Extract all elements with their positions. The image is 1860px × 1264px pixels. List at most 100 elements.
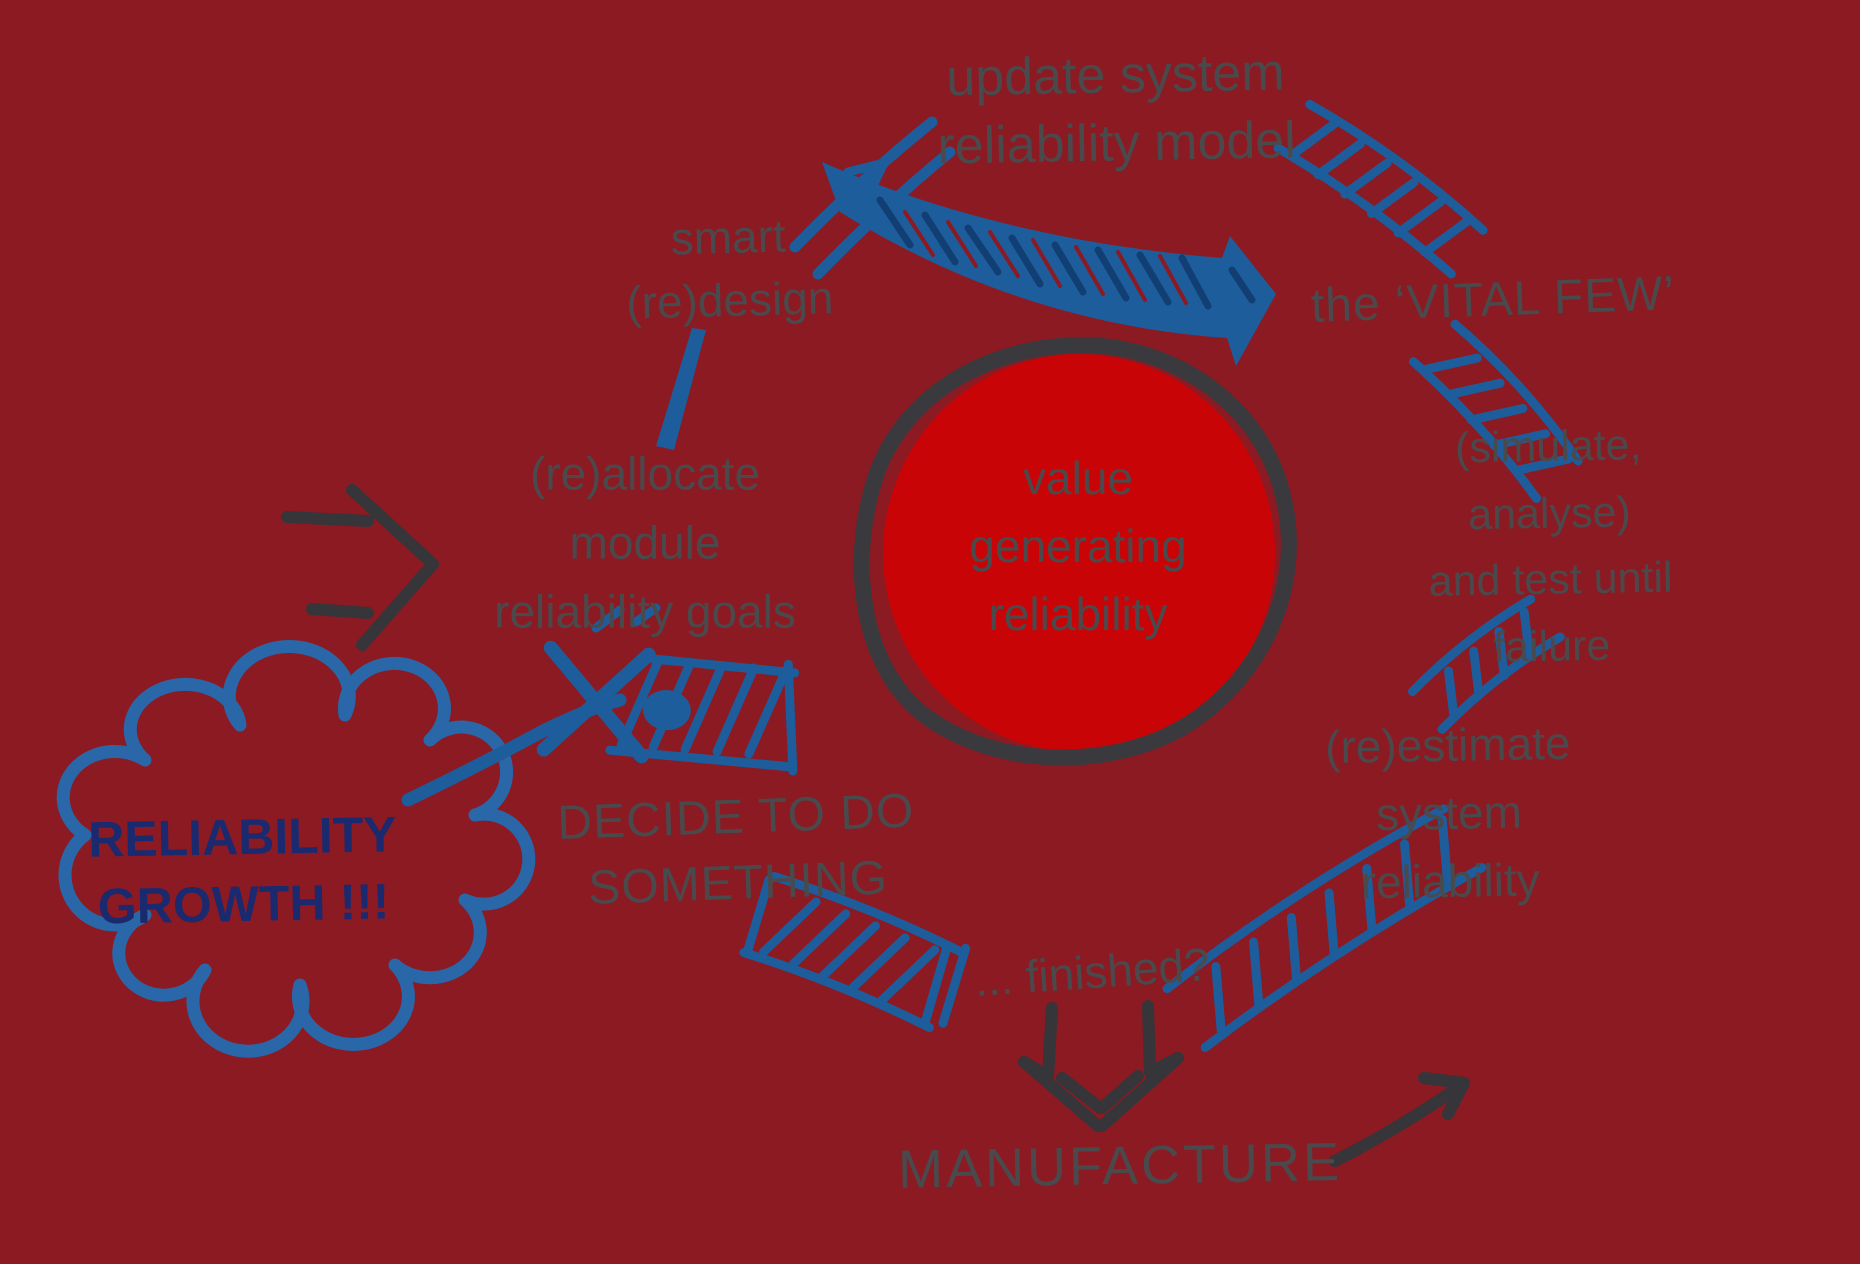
hatch-rung — [1469, 646, 1484, 700]
hatch-rung — [1489, 429, 1551, 450]
label-reallocate: (re)allocate module reliability goals — [494, 447, 796, 638]
band-endbar — [938, 943, 971, 1028]
arrow-shaft — [1042, 1002, 1058, 1082]
band-rail — [1408, 357, 1541, 503]
hatch-rung — [1400, 839, 1415, 912]
hatch-band-top-right — [1273, 99, 1488, 279]
manufacture-exit-arrow-icon — [1329, 1072, 1470, 1167]
hatch-band-bottom-left — [739, 872, 971, 1032]
hatch-rung — [1512, 454, 1573, 475]
band-rail — [1162, 804, 1449, 994]
hatch-rung — [1494, 627, 1509, 681]
manufacture-down-arrow-icon — [1018, 1000, 1184, 1132]
label-update-model: update system reliability model — [936, 43, 1297, 176]
arrow-hatch-gap — [1031, 238, 1062, 288]
value-circle-ring — [853, 336, 1297, 766]
cycle-clockwise-arrow-icon — [822, 162, 1276, 366]
hatch-rung — [1313, 139, 1365, 180]
arrow-stroke — [281, 511, 374, 527]
redesign-connector-stroke — [656, 328, 706, 450]
arrow-hatch-gap — [1158, 254, 1188, 305]
arrow-hatch — [1008, 234, 1044, 288]
band-rail — [1408, 594, 1536, 696]
arrow-hatch — [964, 224, 1002, 276]
arrow-hatch — [1094, 246, 1130, 302]
arrow-hatch-gap — [1116, 250, 1147, 302]
hatch-rung — [1211, 962, 1226, 1035]
arrow-head-edge — [1096, 1052, 1184, 1132]
value-circle-text: value generating reliability — [969, 451, 1187, 641]
value-circle-fill — [883, 354, 1275, 752]
label-decide: DECIDE TO DO SOMETHING — [556, 784, 916, 916]
hatch-rung — [1249, 937, 1264, 1010]
band-endbar — [921, 940, 952, 1026]
hatch-rung — [1286, 912, 1302, 986]
arrow-hatch — [1136, 251, 1172, 306]
decide-scribble-arrow — [401, 603, 800, 807]
hatch-rung — [1286, 119, 1339, 160]
hatch-rung — [1437, 814, 1453, 888]
hatch-band-right — [1408, 319, 1583, 503]
arrow-head-inner — [1096, 1070, 1144, 1114]
x-mark-stroke — [536, 647, 656, 757]
hatch-band-right-small — [1408, 594, 1565, 734]
hatch-rung — [759, 897, 821, 957]
scribble-blob — [642, 690, 691, 731]
enter-cycle-arrow-icon — [281, 484, 439, 651]
arrow-hatch-gap — [988, 230, 1020, 278]
band-endbar — [742, 875, 774, 958]
arrow-hatch-gap — [946, 220, 978, 268]
hatch-rung — [680, 661, 727, 754]
hatch-rung — [1420, 216, 1472, 257]
hatch-rung — [1443, 378, 1505, 400]
arrow-stroke — [306, 603, 374, 619]
arrow-hatch-gap — [903, 210, 935, 257]
hatch-rung — [877, 945, 940, 1005]
hatch-rung — [848, 933, 910, 993]
cloud-text: RELIABILITY GROWTH !!! — [87, 806, 398, 935]
arrow-hatch — [1051, 241, 1087, 296]
label-reestimate: (re)estimate system reliability — [1324, 716, 1571, 909]
arrow-head-edge — [1018, 1056, 1104, 1132]
arrow-shaft — [1329, 1080, 1466, 1167]
arrow-head — [1442, 1077, 1470, 1120]
hatch-rung — [1444, 666, 1459, 720]
band-rail — [739, 948, 934, 1032]
hatch-rung — [818, 921, 880, 981]
arrow-shaft — [1142, 1000, 1156, 1078]
hatch-rung — [1340, 158, 1392, 199]
hatch-band-left — [536, 640, 800, 776]
band-rail — [1200, 863, 1487, 1052]
hatch-rung — [1324, 888, 1339, 961]
hatch-rung — [1367, 177, 1419, 219]
arrow-hatch — [921, 211, 959, 266]
hatch-rung — [1393, 197, 1446, 238]
arrow-head-inner — [1056, 1072, 1106, 1114]
arrow-hatch — [1228, 266, 1256, 304]
arrow-hatch — [876, 196, 914, 249]
arrow-hatch-gap — [1074, 245, 1105, 296]
band-rail — [1273, 143, 1456, 279]
hatch-rung — [1362, 863, 1377, 937]
band-endbar — [783, 659, 798, 776]
label-simulate-test: (simulate, analyse) and test until failu… — [1428, 421, 1673, 672]
hatch-dash — [631, 603, 661, 627]
arrow-head — [1418, 1072, 1470, 1089]
label-smart-redesign: smart (re)design — [625, 209, 835, 329]
cloud-shape — [56, 640, 536, 1058]
hatch-rung — [1466, 404, 1528, 425]
cloud-outline — [56, 640, 536, 1058]
band-rail — [1305, 99, 1488, 235]
arrow-hatch — [1178, 254, 1212, 310]
hatch-rung — [1421, 353, 1482, 374]
hatch-rung — [788, 909, 851, 969]
hatch-rung — [744, 665, 791, 759]
hatch-rung — [712, 663, 759, 757]
hatch-band-bottom-right — [1162, 804, 1487, 1052]
arrow-chevron — [346, 484, 439, 651]
label-manufacture: MANUFACTURE — [897, 1132, 1343, 1200]
hatch-dash — [591, 605, 625, 633]
arc-arrowhead — [843, 158, 889, 177]
